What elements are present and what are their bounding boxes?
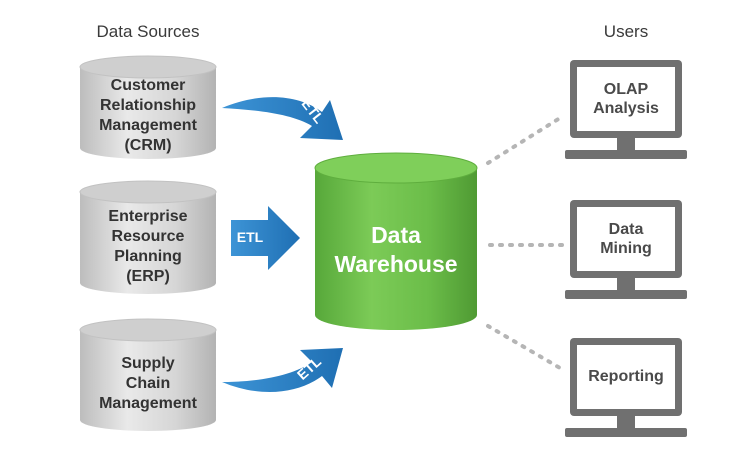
erp-cylinder xyxy=(79,180,217,294)
connector-reporting xyxy=(486,324,562,370)
warehouse-label-line: Warehouse xyxy=(334,251,458,277)
scm-label-line: Supply xyxy=(121,355,175,372)
reporting-label-line: Reporting xyxy=(588,368,664,385)
monitor-reporting xyxy=(565,338,687,437)
mining-label: Data Mining xyxy=(577,220,675,258)
erp-label-line: Planning xyxy=(114,248,182,265)
mining-label-line: Data xyxy=(608,221,644,238)
crm-label-line: Customer xyxy=(110,77,186,94)
monitor-olap xyxy=(565,60,687,159)
erp-label-line: (ERP) xyxy=(126,268,170,285)
scm-label-line: Management xyxy=(99,395,197,412)
etl-label-middle: ETL xyxy=(236,229,264,245)
warehouse-label: Data Warehouse xyxy=(315,221,477,279)
etl-arrow-top xyxy=(222,97,343,140)
data-sources-header: Data Sources xyxy=(96,22,200,41)
scm-cylinder xyxy=(79,318,217,431)
mining-label-line: Mining xyxy=(600,240,652,257)
olap-label-line: OLAP xyxy=(603,81,649,98)
warehouse-cylinder xyxy=(314,152,478,330)
etl-arrow-bottom xyxy=(222,348,343,393)
erp-label-line: Resource xyxy=(111,228,185,245)
scm-label: Supply Chain Management xyxy=(80,354,216,414)
crm-label-line: (CRM) xyxy=(124,137,172,154)
connector-olap xyxy=(486,116,562,165)
reporting-label: Reporting xyxy=(577,367,675,386)
monitor-mining xyxy=(565,200,687,299)
crm-label-line: Management xyxy=(99,117,197,134)
crm-cylinder xyxy=(79,55,217,159)
warehouse-label-line: Data xyxy=(371,222,421,248)
olap-label: OLAP Analysis xyxy=(577,80,675,118)
erp-label-line: Enterprise xyxy=(108,208,188,225)
connectors xyxy=(486,116,564,370)
etl-arrow-middle xyxy=(231,206,300,270)
erp-label: Enterprise Resource Planning (ERP) xyxy=(80,207,216,287)
users-header: Users xyxy=(603,22,649,41)
olap-label-line: Analysis xyxy=(593,100,659,117)
crm-label: Customer Relationship Management (CRM) xyxy=(80,76,216,156)
crm-label-line: Relationship xyxy=(99,97,196,114)
scm-label-line: Chain xyxy=(125,375,171,392)
